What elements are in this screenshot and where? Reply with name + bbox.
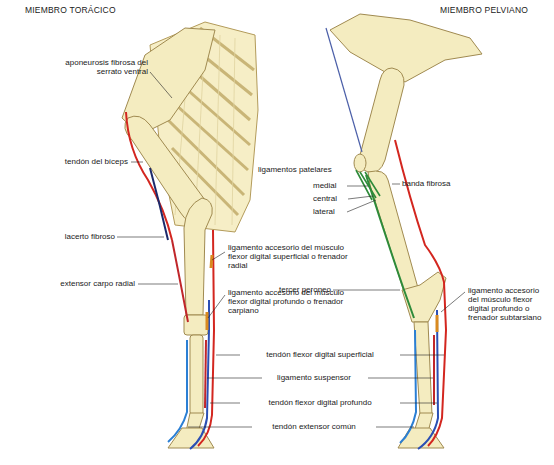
leader-line bbox=[347, 186, 368, 187]
deep-flexor bbox=[190, 300, 209, 449]
biceps-tendon bbox=[126, 112, 172, 240]
leader-line bbox=[368, 378, 433, 379]
part-label: tendón del bíceps bbox=[30, 157, 128, 166]
part-label: tendón flexor digital superficial bbox=[242, 350, 398, 359]
extensor-carpi bbox=[172, 240, 188, 322]
part-label: central bbox=[313, 194, 347, 203]
leader-line bbox=[441, 292, 465, 312]
part-label: banda fibrosa bbox=[402, 179, 472, 188]
hoof-bone bbox=[168, 428, 214, 448]
part-label: lacerto fibroso bbox=[30, 232, 115, 241]
lacertus-fibrosus bbox=[150, 168, 168, 240]
tarsus bbox=[402, 272, 446, 322]
radial-check bbox=[211, 255, 212, 268]
leader-line bbox=[210, 403, 240, 404]
leader-line bbox=[117, 237, 164, 238]
part-label: ligamento accesorio del músculo flexor d… bbox=[228, 243, 356, 270]
deep-flexor bbox=[418, 310, 438, 449]
leader-lines bbox=[117, 72, 465, 427]
leader-line bbox=[216, 355, 240, 356]
tarsal-check bbox=[436, 315, 439, 332]
common-extensor bbox=[168, 340, 187, 442]
leader-line bbox=[348, 196, 373, 199]
suspensory-ligament bbox=[433, 335, 435, 405]
leader-line bbox=[400, 403, 437, 404]
common-extensor bbox=[400, 330, 416, 443]
part-label: lateral bbox=[313, 207, 347, 216]
leader-line bbox=[212, 252, 225, 260]
part-label: aponeurosis fibrosa del serrato ventral bbox=[50, 58, 148, 76]
part-label: ligamentos patelares bbox=[258, 165, 353, 174]
leader-line bbox=[207, 378, 262, 379]
leader-line bbox=[188, 427, 252, 428]
patella bbox=[354, 154, 366, 172]
fiber bbox=[232, 38, 235, 225]
leader-line bbox=[392, 184, 400, 185]
leader-line bbox=[400, 355, 444, 356]
carpal-check bbox=[206, 312, 209, 330]
pelvis bbox=[330, 14, 482, 82]
leader-line bbox=[150, 72, 172, 98]
leader-line bbox=[138, 284, 178, 285]
patellar-ligaments bbox=[356, 170, 380, 200]
leader-line bbox=[208, 295, 225, 318]
part-label: medial bbox=[313, 181, 347, 190]
peroneus-tertius bbox=[366, 175, 414, 318]
leader-line bbox=[376, 427, 414, 428]
part-label: extensor carpo radial bbox=[20, 279, 135, 288]
cannon-bone bbox=[190, 335, 203, 415]
part-label: tercer peroneo bbox=[258, 285, 331, 294]
radius bbox=[184, 198, 212, 315]
part-label: tendón flexor digital profundo bbox=[242, 398, 398, 407]
femur bbox=[359, 68, 404, 173]
suspensory-ligament bbox=[205, 340, 206, 408]
superficial-flexor bbox=[198, 230, 214, 446]
limb-heading: MIEMBRO TORÁCICO bbox=[25, 6, 145, 15]
part-label: ligamento suspensor bbox=[262, 373, 366, 382]
leader-line bbox=[131, 162, 143, 163]
part-label: tendón extensor común bbox=[254, 422, 374, 431]
fiber bbox=[215, 35, 220, 225]
part-label: ligamento accesorio del músculo flexor d… bbox=[468, 286, 548, 322]
limb-heading: MIEMBRO PELVIANO bbox=[440, 6, 550, 15]
leader-line bbox=[347, 200, 376, 212]
long-band bbox=[326, 28, 362, 152]
